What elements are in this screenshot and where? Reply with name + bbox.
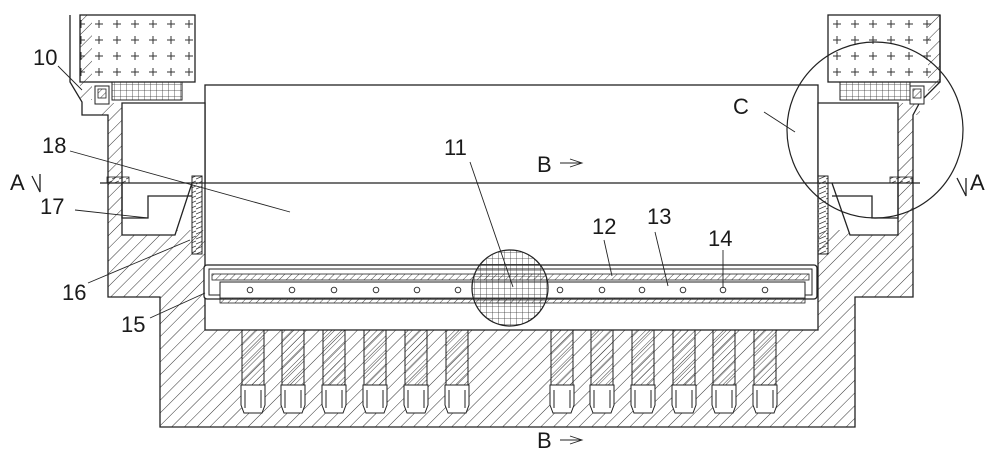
label-14: 14 [708, 226, 732, 251]
detail-circle-c [786, 41, 964, 219]
right-chamber [817, 102, 899, 236]
label-17: 17 [40, 194, 64, 219]
section-marker-a-left [31, 174, 41, 193]
pillar-feet [240, 384, 778, 414]
section-arrow-b-top [560, 158, 584, 168]
top-left-cap [79, 14, 196, 83]
label-b-bottom: B [537, 428, 552, 453]
housing-outline [69, 15, 941, 428]
label-a-left: A [10, 170, 25, 195]
label-16: 16 [62, 280, 86, 305]
top-right-cap [827, 14, 941, 83]
right-coil-strip [817, 175, 829, 255]
right-grid-block [839, 81, 911, 101]
leader-lines [57, 65, 796, 319]
left-grid-block [111, 81, 183, 101]
label-15: 15 [121, 312, 145, 337]
center-detail-circle [471, 249, 549, 327]
bottom-pillars [241, 329, 777, 386]
label-b-top: B [537, 152, 552, 177]
section-arrow-b-bottom [560, 435, 584, 445]
label-a-right: A [970, 170, 985, 195]
right-spring [889, 176, 913, 184]
section-marker-a-right [956, 177, 967, 197]
label-18: 18 [42, 133, 66, 158]
left-spring [106, 176, 130, 184]
label-10: 10 [33, 45, 57, 70]
label-11: 11 [444, 135, 467, 160]
label-13: 13 [647, 204, 671, 229]
tray-holes [246, 286, 769, 294]
label-12: 12 [592, 214, 616, 239]
left-coil-strip [191, 175, 203, 255]
label-c: C [733, 94, 749, 119]
